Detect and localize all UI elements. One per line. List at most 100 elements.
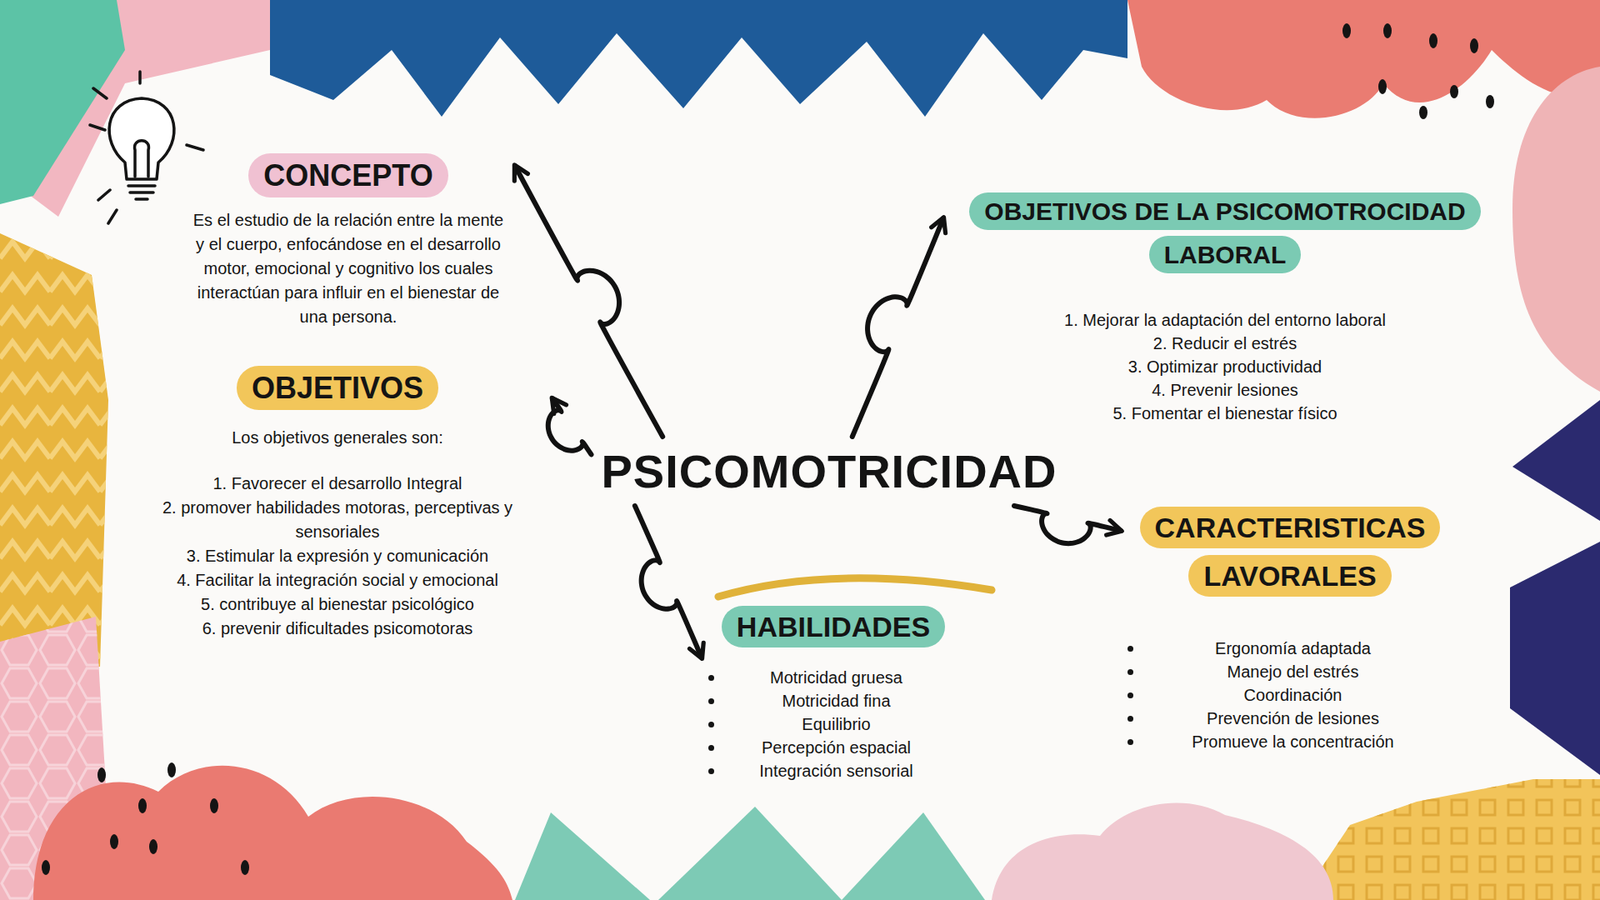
heading-pill: CONCEPTO: [248, 153, 448, 198]
topic-section: CONCEPTO Es el estudio de la relación ent…: [188, 151, 509, 330]
dot: [210, 798, 219, 814]
list-item-text: Coordinación: [1133, 683, 1453, 707]
bullet-dot: [1127, 739, 1134, 745]
lightbulb-icon: [90, 71, 204, 224]
topic-section: OBJETIVOS Los objetivos generales son: 1. …: [129, 364, 546, 641]
bulb-rays: [90, 71, 204, 224]
black-dots: [1342, 23, 1495, 120]
dot: [1485, 95, 1495, 109]
list-item: 4. Prevenir lesiones: [950, 378, 1500, 402]
topic-section: OBJETIVOS DE LA PSICOMOTROCIDAD LABORAL 1…: [950, 190, 1500, 425]
list-item: Motricidad fina: [708, 689, 959, 713]
heading-row: CONCEPTO: [188, 151, 509, 200]
bullet-dot: [1127, 715, 1134, 722]
brush-stroke: [718, 578, 992, 597]
bullet-dot: [708, 675, 715, 681]
teal-triangle: [658, 806, 842, 900]
heading-row: OBJETIVOS DE LA PSICOMOTROCIDAD LABORAL: [950, 190, 1500, 277]
dot: [1342, 23, 1351, 39]
navy-wedge: [1510, 541, 1600, 775]
yellow-corner: [1300, 779, 1600, 900]
list-item: 5. contribuye al bienestar psicológico: [129, 592, 546, 617]
list-item-text: Manejo del estrés: [1133, 660, 1453, 684]
dot: [1450, 85, 1459, 99]
bullet-dot: [708, 721, 715, 728]
heading-row: CARACTERISTICAS LAVORALES: [1127, 503, 1453, 600]
curly-arrow: [852, 218, 944, 437]
heading-row: HABILIDADES: [708, 604, 959, 650]
dot: [1419, 105, 1428, 120]
intro-text: Los objetivos generales son:: [129, 425, 546, 450]
list-item: 6. prevenir dificultades psicomotoras: [129, 616, 546, 641]
dot: [1470, 38, 1479, 54]
teal-corner: [0, 0, 125, 205]
heading-pill: CARACTERISTICAS LAVORALES: [1140, 506, 1441, 597]
blue-zigzag-band: [270, 0, 1128, 117]
dot: [97, 767, 106, 783]
bullet-dot: [1127, 669, 1134, 675]
list-item: 1. Mejorar la adaptación del entorno lab…: [950, 308, 1500, 332]
bulb-base: [128, 185, 155, 200]
pink-bottom-blob: [991, 803, 1334, 900]
yellow-corner-texture: [1300, 779, 1600, 900]
topic-section: CARACTERISTICAS LAVORALES Ergonomía adapt…: [1127, 503, 1453, 754]
list-item: Equilibrio: [708, 712, 959, 736]
list-item: 3. Estimular la expresión y comunicación: [129, 544, 546, 569]
bulb-filament: [135, 140, 150, 177]
dot: [167, 762, 176, 778]
navy-wedge: [1512, 400, 1600, 521]
concept-text: Es el estudio de la relación entre la me…: [188, 208, 509, 330]
yellow-side-texture: [0, 233, 109, 667]
curly-arrow: [635, 505, 702, 658]
dot: [149, 839, 158, 855]
yellow-side-band: [0, 233, 109, 667]
central-topic: PSICOMOTRICIDAD: [598, 443, 1061, 500]
list-item: 2. promover habilidades motoras, percept…: [129, 495, 546, 545]
list-item: 4. Facilitar la integración social y emo…: [129, 568, 546, 593]
heading-pill: OBJETIVOS DE LA PSICOMOTROCIDAD LABORAL: [969, 192, 1480, 274]
list-item: Promueve la concentración: [1127, 730, 1453, 754]
list-item-text: Integración sensorial: [714, 759, 959, 783]
list-item: Coordinación: [1127, 683, 1453, 707]
teal-triangle: [515, 812, 650, 900]
heading-row: OBJETIVOS: [129, 364, 546, 413]
curly-arrow: [515, 165, 663, 437]
dot: [110, 834, 119, 850]
bullet-dot: [1127, 645, 1134, 652]
list-item: 2. Reducir el estrés: [950, 331, 1500, 355]
bullet-dot: [708, 745, 715, 751]
list-item-text: Percepción espacial: [714, 735, 959, 760]
heading-pill: HABILIDADES: [721, 605, 945, 648]
list-item-text: Ergonomía adaptada: [1133, 636, 1453, 660]
bulb-glass: [109, 98, 175, 180]
pink-side-blob: [1512, 66, 1600, 392]
list-item-text: Motricidad fina: [714, 689, 959, 713]
curly-arrow: [1014, 505, 1121, 544]
list-item: Prevención de lesiones: [1127, 706, 1453, 730]
bullet-dot: [708, 698, 715, 705]
list-item: 1. Favorecer el desarrollo Integral: [129, 471, 546, 496]
list-item: Motricidad gruesa: [708, 665, 959, 690]
coral-blob: [1127, 0, 1600, 119]
list-item-text: Promueve la concentración: [1133, 730, 1453, 754]
list-item: Percepción espacial: [708, 735, 959, 760]
list-item-text: Equilibrio: [714, 712, 959, 736]
dot: [1429, 33, 1438, 49]
dot: [1383, 23, 1392, 39]
teal-triangle: [841, 812, 985, 900]
dot: [138, 798, 147, 814]
curly-arrow: [548, 399, 592, 455]
list-item: 5. Fomentar el bienestar físico: [950, 401, 1500, 425]
bullet-dot: [1127, 692, 1134, 699]
central-title: PSICOMOTRICIDAD: [601, 445, 1058, 498]
dot: [240, 860, 250, 875]
dot: [41, 860, 50, 875]
list-item-text: Motricidad gruesa: [714, 665, 959, 690]
list-item: Ergonomía adaptada: [1127, 636, 1453, 660]
black-dots: [41, 762, 250, 875]
list-item: 3. Optimizar productividad: [950, 355, 1500, 379]
coral-humps: [33, 765, 513, 900]
heading-pill: OBJETIVOS: [236, 365, 439, 410]
dot: [1378, 79, 1387, 95]
